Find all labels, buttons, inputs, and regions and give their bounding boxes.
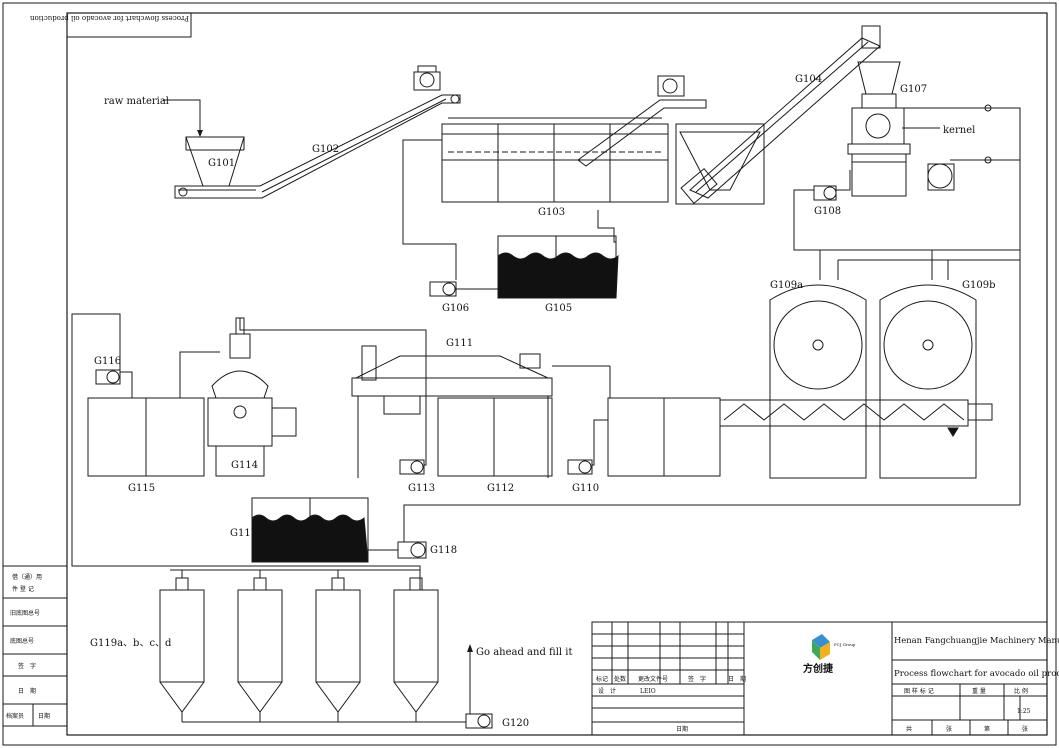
sheet-label: 张 [946, 725, 952, 733]
pump-g110: G110 [567, 459, 599, 494]
label-kernel: kernel [943, 125, 975, 136]
logo-text: 方创捷 [803, 662, 834, 675]
label-g112: G112 [487, 483, 514, 494]
stamp-register-label: 件 登 记 [12, 585, 34, 593]
sheet2-label: 张 [1022, 725, 1028, 733]
hopper-g101: G101 [185, 136, 245, 187]
weight-label: 重 量 [972, 687, 986, 695]
drawing-inner-border [66, 12, 1048, 736]
pipe-g103-g105 [402, 139, 457, 280]
tank-g117: G117 [230, 497, 369, 563]
pump-g113: G113 [399, 459, 435, 494]
left-stamp-table: 借（通）用 件 登 记 旧底图总号 底图总号 签 字 日 期 档案员 日期 [2, 565, 68, 727]
pump-g120: G120 [465, 713, 529, 729]
separator-g114: G114 [207, 317, 297, 477]
pump-g106: G106 [429, 281, 469, 314]
screw-conveyor [719, 399, 993, 437]
label-g109b: G109b [962, 280, 995, 291]
raw-material-arrow [163, 99, 201, 134]
pump-g108: G108 [813, 185, 841, 217]
machine-g107: G107 [847, 61, 955, 197]
conveyor-wash-exit [577, 99, 707, 167]
label-go-ahead: Go ahead and fill it [476, 647, 573, 658]
tank-g109b: G109b [879, 280, 995, 479]
label-g114: G114 [231, 460, 258, 471]
stamp-signature-label: 签 字 [18, 662, 36, 670]
col-sign-label: 签 字 [688, 675, 706, 683]
total-label: 共 [906, 725, 912, 733]
col-date-label: 日 期 [728, 675, 746, 683]
pipe-g108 [836, 170, 851, 191]
pump-g118: G118 [397, 541, 457, 559]
pipe-g107-right [895, 107, 1021, 260]
label-g102: G102 [312, 144, 339, 155]
bottom-date-label: 日期 [676, 725, 688, 733]
rotated-title-text: Process flowchart for avocado oil produc… [30, 14, 189, 22]
tank-g115: G115 [87, 397, 205, 494]
company-name: Henan Fangchuangjie Machinery Manufactur… [894, 635, 1059, 645]
stamp-borrow-label: 借（通）用 [12, 573, 42, 581]
stage-mark-label: 图 样 标 记 [904, 687, 934, 695]
pump-g116: G116 [94, 356, 121, 385]
rotated-title-box: Process flowchart for avocado oil produc… [30, 12, 192, 38]
conveyor-g102: G102 [174, 65, 461, 199]
label-g113: G113 [408, 483, 435, 494]
tank-g110 [607, 397, 721, 477]
stamp-date-label: 日 期 [18, 687, 36, 695]
col-count-label: 处数 [614, 675, 626, 683]
label-g118: G118 [430, 545, 457, 556]
label-g101: G101 [208, 158, 235, 169]
stamp-archivist-date-label: 日期 [38, 712, 50, 720]
motor-washer [657, 75, 685, 97]
stamp-base-total-label: 底图总号 [10, 637, 34, 645]
drawing-title: Process flowchart for avocado oil produc… [894, 669, 1059, 679]
label-g119: G119a、b、c、d [90, 638, 172, 649]
col-file-label: 更改文件号 [638, 675, 668, 683]
elevator-g104: G104 [675, 25, 881, 205]
label-g108: G108 [814, 206, 841, 217]
label-g103: G103 [538, 207, 565, 218]
label-g115: G115 [128, 483, 155, 494]
page-label: 第 [984, 725, 990, 733]
tank-g112: G112 [437, 397, 553, 494]
label-g117: G117 [230, 528, 257, 539]
design-label: 设 计 [598, 687, 616, 695]
col-mark-label: 标记 [596, 675, 608, 683]
label-g105: G105 [545, 303, 572, 314]
label-g111: G111 [446, 338, 473, 349]
tank-g105: G105 [497, 235, 619, 314]
scale-value: 1:25 [1017, 708, 1031, 715]
label-g104: G104 [795, 74, 822, 85]
wash-tank-g103: G103 [441, 117, 669, 218]
logo-subtitle: FCJ Group [834, 642, 856, 647]
label-g109a: G109a [770, 280, 803, 291]
label-raw-material: raw material [104, 96, 169, 107]
stamp-old-base-label: 旧底图总号 [10, 609, 40, 617]
decanter-g111: G111 [351, 338, 553, 478]
label-g106: G106 [442, 303, 469, 314]
storage-tanks-g119: G119a、b、c、d [90, 577, 439, 722]
label-g120: G120 [502, 718, 529, 729]
designer-name: LEIO [640, 688, 656, 695]
tank-g109a: G109a [769, 280, 867, 479]
label-g116: G116 [94, 356, 121, 367]
label-g110: G110 [572, 483, 599, 494]
title-block: 标记 处数 更改文件号 签 字 日 期 设 计 LEIO 日期 FCJ Grou… [591, 621, 1059, 736]
company-logo: FCJ Group 方创捷 [803, 634, 856, 675]
label-g107: G107 [900, 84, 927, 95]
stamp-archivist-label: 档案员 [6, 712, 24, 720]
scale-label: 比 例 [1014, 687, 1028, 695]
